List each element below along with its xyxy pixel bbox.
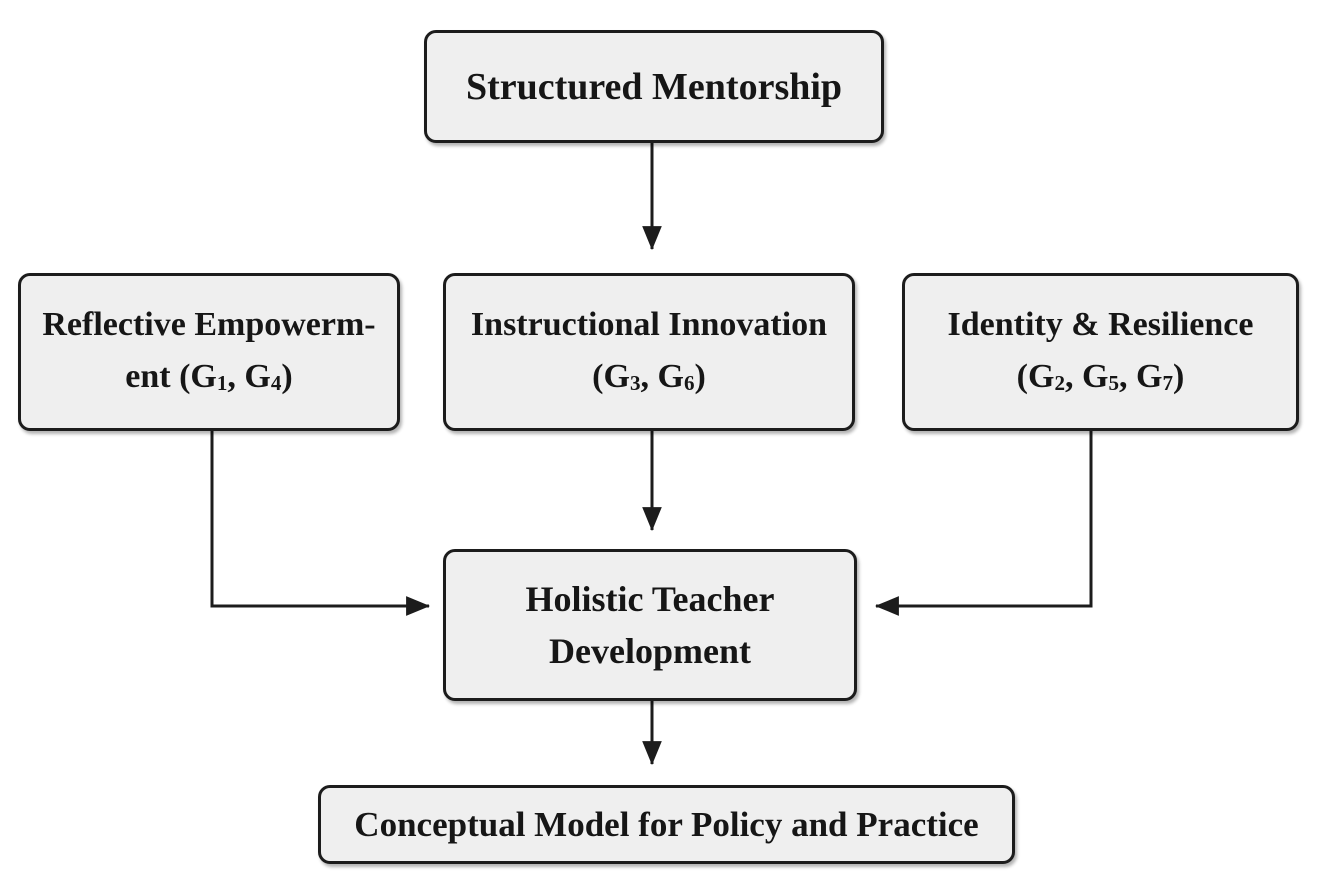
edge-identity-to-holistic	[874, 431, 1093, 616]
node-identity-resilience: Identity & Resilience(G2, G5, G7)	[902, 273, 1299, 431]
node-reflective-empowerment: Reflective Empowerm-ent (G1, G4)	[18, 273, 400, 431]
edge-reflective-to-holistic	[210, 431, 431, 616]
node-conceptual-model-policy-practice: Conceptual Model for Policy and Practice	[318, 785, 1015, 864]
node-structured-mentorship: Structured Mentorship	[424, 30, 884, 143]
node-instructional-innovation: Instructional Innovation(G3, G6)	[443, 273, 855, 431]
